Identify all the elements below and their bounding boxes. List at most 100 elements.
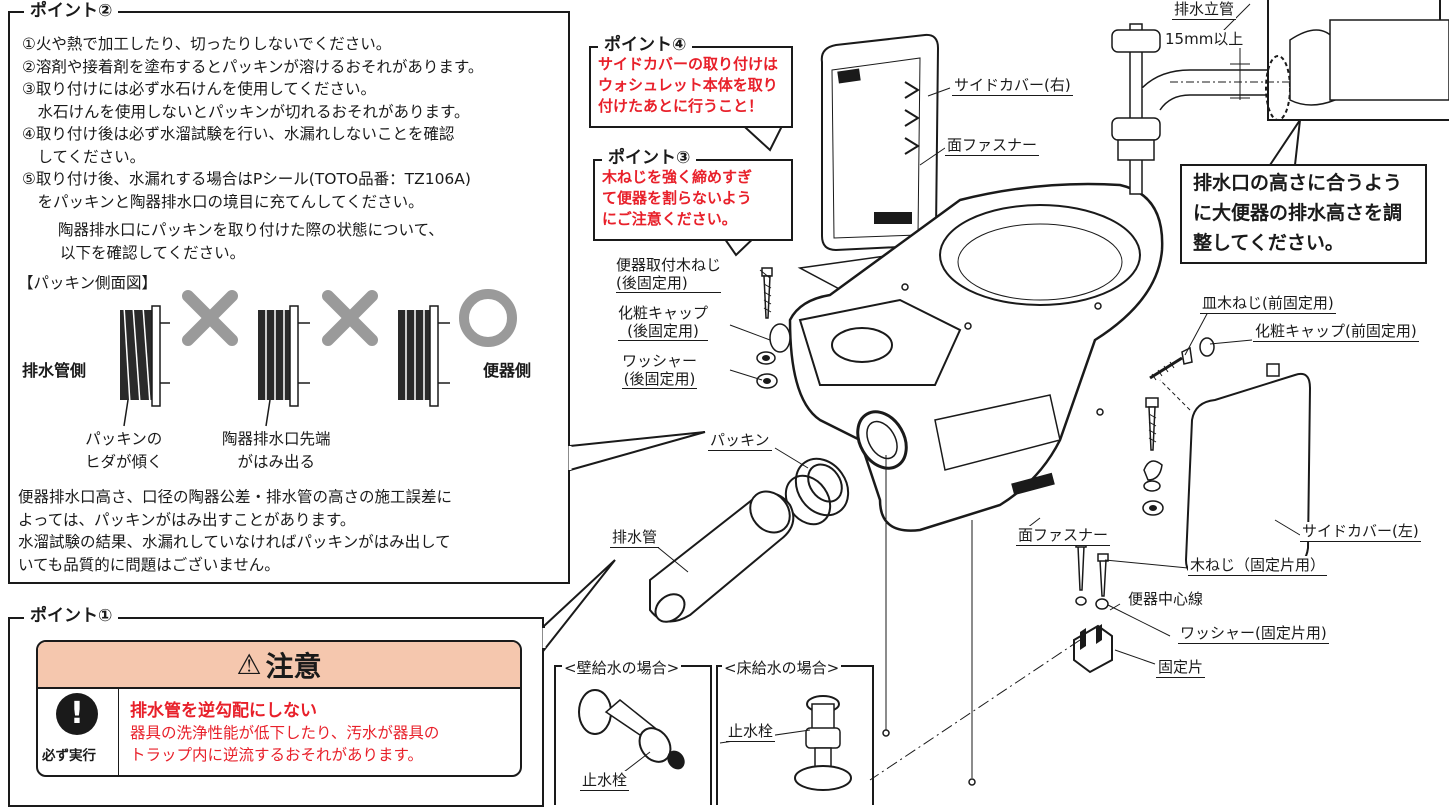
fixing-piece-label: 固定片 [1156, 658, 1206, 678]
washer-fixing-label: ワッシャー(固定片用) [1178, 624, 1329, 644]
point2-list: ①火や熱で加工したり、切ったりしないでください。 ②溶剤や接着剤を塗布するとパッ… [22, 33, 483, 213]
label-line: 化粧キャップ [618, 304, 709, 322]
caption-protrude: 陶器排水口先端 がはみ出る [222, 428, 331, 473]
callout-pointer-point1 [543, 559, 616, 653]
cosmetic-cap-rear-label: 化粧キャップ (後固定用) [618, 304, 709, 341]
wood-screw-fixing-label: 木ねじ（固定片用） [1188, 556, 1328, 576]
packing-side-view-diagram [120, 289, 517, 427]
washer-rear-label: ワッシャー (後固定用) [622, 352, 698, 389]
point2-line: ⑤取り付け後、水漏れする場合はPシール(TOTO品番：TZ106A) [22, 170, 471, 188]
point2-note: 便器排水口高さ、口径の陶器公差・排水管の高さの施工誤差に よっては、パッキンがは… [18, 486, 452, 576]
toilet-side-label: 便器側 [483, 361, 532, 380]
circle-ok-icon [459, 289, 517, 347]
note-line: 水溜試験の結果、水漏れしていなければパッキンがはみ出して [18, 533, 451, 551]
hook-fastener-bottom-label: 面ファスナー [1016, 526, 1111, 546]
drain-note-line: 整してください。 [1193, 232, 1344, 254]
point4-line: 付けたあとに行うこと！ [598, 97, 764, 115]
packing-correct [398, 305, 450, 407]
caution-body-line: トラップ内に逆流するおそれがあります。 [130, 746, 423, 764]
point1-title: ポイント① [24, 606, 119, 626]
label-line: (後固定用) [623, 370, 696, 388]
point3-text: 木ねじを強く締めすぎ て便器を割らないよう にご注意ください。 [602, 167, 752, 230]
side-cover-left-label: サイドカバー(左) [1300, 522, 1421, 542]
caution-panel: ⚠ 注意 ! 必ず実行 排水管を逆勾配にしない 器具の洗浄性能が低下したり、汚水… [36, 640, 522, 777]
must-do-label: 必ず実行 [42, 748, 96, 764]
wall-supply-label: <壁給水の場合> [562, 657, 682, 678]
drain-note-line: に大便器の排水高さを調 [1193, 202, 1403, 224]
point2-line: をパッキンと陶器排水口の境目に充てんしてください。 [22, 192, 424, 211]
leader-lines [654, 87, 1301, 665]
callout-pointer-point2 [569, 431, 706, 472]
point3-line: て便器を割らないよう [602, 189, 752, 207]
drain-pipe [649, 490, 795, 623]
caution-header: ⚠ 注意 [38, 642, 520, 689]
hook-fastener-top-label: 面ファスナー [945, 136, 1040, 156]
side-cover-right [820, 33, 940, 252]
packing-tilted [120, 305, 170, 427]
point3-title: ポイント③ [602, 148, 697, 168]
drain-riser-label: 排水立管 [1172, 0, 1237, 20]
stop-valve-wall [578, 689, 685, 770]
rear-screw-parts [756, 267, 791, 389]
check-line: 以下を確認してください。 [60, 243, 246, 262]
point3-line: 木ねじを強く締めすぎ [602, 168, 753, 186]
min-15mm-label: 15mm以上 [1165, 30, 1244, 48]
toilet-centerline-label: 便器中心線 [1128, 590, 1204, 608]
note-line: よっては、パッキンがはみ出すことがあります。 [18, 510, 356, 529]
fixing-piece-parts [1073, 539, 1113, 674]
drain-note-line: 排水口の高さに合うよう [1193, 172, 1403, 194]
wall-supply-box [554, 665, 712, 805]
exclamation-icon: ! [56, 693, 98, 735]
drain-side-label: 排水管側 [22, 361, 87, 380]
packing-label: パッキン [708, 431, 772, 451]
caution-body-line: 器具の洗浄性能が低下したり、汚水が器具の [130, 724, 440, 742]
toilet-body [788, 182, 1164, 532]
point2-check: 陶器排水口にパッキンを取り付けた際の状態について、 以下を確認してください。 [58, 219, 444, 264]
point4-title: ポイント④ [598, 35, 693, 55]
caution-body: 器具の洗浄性能が低下したり、汚水が器具の トラップ内に逆流するおそれがあります。 [130, 722, 439, 766]
caption-tilt: パッキンの ヒダが傾く [85, 428, 163, 473]
point4-text: サイドカバーの取り付けは ウォシュレット本体を取り 付けたあとに行うこと！ [598, 54, 778, 117]
point2-line: してください。 [22, 147, 146, 166]
front-screw-parts [1096, 337, 1215, 416]
side-cover-left [1184, 363, 1312, 577]
drain-riser-detail [1111, 0, 1449, 195]
side-cover-right-label: サイドカバー(右) [952, 76, 1073, 96]
caution-heading: 排水管を逆勾配にしない [130, 701, 317, 721]
label-line: ワッシャー [622, 352, 698, 370]
toilet-screw-rear-label: 便器取付木ねじ (後固定用) [616, 256, 722, 293]
point2-line: ③取り付けには必ず水石けんを使用してください。 [22, 80, 376, 98]
stop-valve-floor-label: 止水栓 [726, 722, 776, 742]
warning-triangle-icon: ⚠ [236, 648, 262, 681]
cosmetic-cap-front-label: 化粧キャップ(前固定用) [1253, 322, 1419, 342]
label-line: 便器取付木ねじ [616, 256, 722, 274]
caution-title: 注意 [265, 649, 322, 683]
check-line: 陶器排水口にパッキンを取り付けた際の状態について、 [58, 221, 444, 239]
right-screw-parts [1142, 397, 1164, 516]
stop-valve-floor [794, 695, 852, 791]
caption-line: ヒダが傾く [85, 452, 163, 471]
label-line: (後固定用) [616, 274, 688, 292]
x-mark-icon [182, 290, 238, 346]
packing-protrude [258, 305, 310, 427]
point4-line: ウォシュレット本体を取り [598, 76, 778, 94]
note-line: いても品質的に問題はございません。 [18, 555, 280, 574]
must-do-cell: ! 必ず実行 [38, 687, 119, 775]
note-line: 便器排水口高さ、口径の陶器公差・排水管の高さの施工誤差に [18, 488, 453, 506]
point4-box [589, 46, 793, 128]
point2-title: ポイント② [24, 1, 119, 21]
stop-valve-wall-label: 止水栓 [580, 771, 630, 791]
side-view-label: 【パッキン側面図】 [18, 274, 158, 292]
label-line: (後固定用) [627, 322, 699, 340]
point2-line: 水石けんを使用しないとパッキンが切れるおそれがあります。 [22, 102, 470, 121]
packing-ring [784, 457, 850, 526]
caption-line: 陶器排水口先端 [222, 430, 331, 448]
dish-screw-front-label: 皿木ねじ(前固定用) [1200, 294, 1336, 314]
point3-box [593, 159, 793, 241]
caption-line: がはみ出る [237, 452, 316, 471]
point2-line: ④取り付け後は必ず水溜試験を行い、水漏れしないことを確認 [22, 125, 455, 143]
drain-height-text: 排水口の高さに合うよう に大便器の排水高さを調 整してください。 [1193, 168, 1402, 258]
point2-line: ①火や熱で加工したり、切ったりしないでください。 [22, 35, 392, 53]
caption-line: パッキンの [85, 430, 163, 448]
